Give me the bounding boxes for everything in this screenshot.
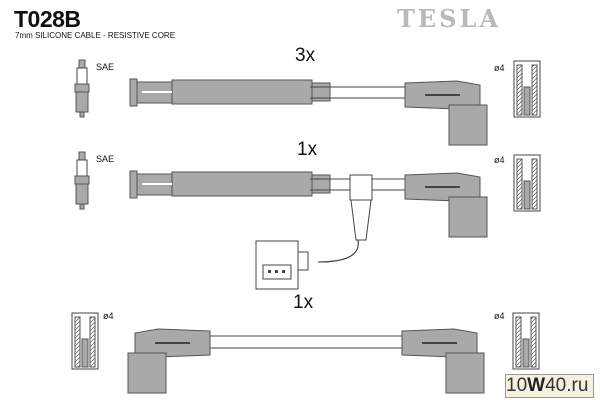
watermark-logo: 10W40.ru (505, 374, 594, 398)
row3-left-terminal-icon (71, 312, 99, 370)
cable-description: 7mm SILICONE CABLE - RESISTIVE CORE (15, 31, 176, 40)
row3-right-terminal-icon (512, 312, 540, 370)
row2-sensor-splitter (255, 174, 373, 290)
row2-cable (310, 178, 405, 191)
row3-left-boot (127, 328, 211, 394)
row3-right-boot (401, 328, 485, 394)
row3-cable (210, 335, 402, 349)
row3-right-label: ø4 (494, 311, 505, 321)
row2-plug-boot (129, 170, 331, 199)
row1-quantity: 3x (295, 45, 316, 66)
row2-left-label: SAE (96, 154, 115, 164)
row2-spark-plug-icon (74, 151, 90, 210)
row3-quantity: 1x (293, 292, 314, 313)
row3-left-label: ø4 (103, 311, 114, 321)
row1-terminal-icon (513, 60, 541, 118)
brand-logo: TESLA (397, 4, 501, 33)
row1-left-label: SAE (96, 62, 115, 72)
row2-coil-boot (404, 172, 488, 238)
row2-terminal-icon (513, 154, 541, 212)
row1-right-label: ø4 (494, 63, 505, 73)
row2-right-label: ø4 (494, 155, 505, 165)
row1-cable (310, 86, 405, 99)
part-number: T028B (14, 6, 81, 32)
row1-plug-boot (129, 78, 331, 107)
row2-quantity: 1x (297, 139, 318, 160)
row1-spark-plug-icon (74, 59, 90, 118)
row1-coil-boot (404, 80, 488, 146)
